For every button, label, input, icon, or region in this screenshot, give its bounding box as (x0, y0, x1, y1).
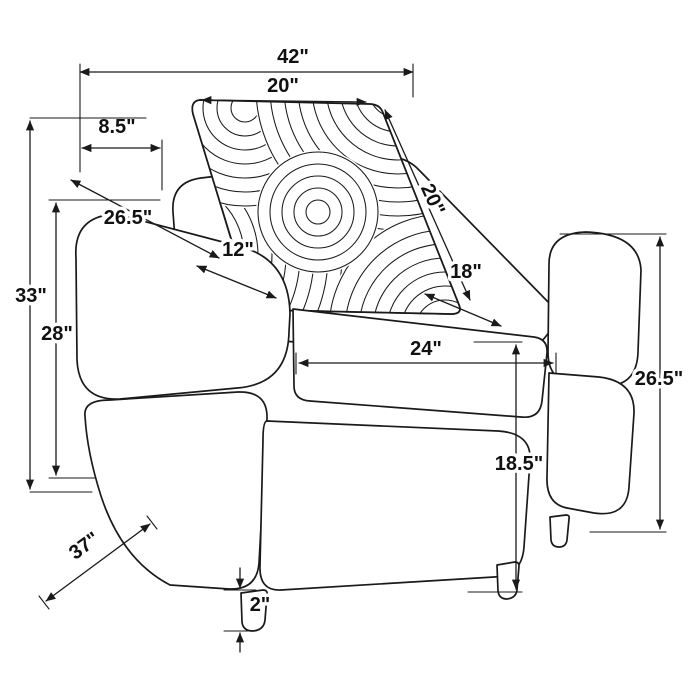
dimension-label: 2" (250, 594, 271, 616)
dim-seat-depth: 18" (424, 258, 502, 327)
dim-arm-width: 12" (196, 236, 277, 299)
front-panel (259, 420, 531, 591)
left-base-panel (84, 391, 268, 590)
dimension-line (70, 179, 220, 259)
dim-seat-height: 18.5" (467, 341, 547, 593)
dim-seat-width: 24" (295, 335, 557, 375)
dimension-label: 20" (267, 75, 299, 97)
right-base-panel (546, 372, 635, 515)
front-left-foot (240, 589, 269, 632)
dimension-label: 18.5" (495, 453, 543, 475)
dim-leg-height: 2" (223, 567, 274, 653)
dimension-line (196, 265, 277, 299)
dimension-line (384, 109, 471, 301)
dim-back-height: 26.5" (559, 233, 687, 533)
dimension-line (45, 523, 151, 602)
dimension-label: 37" (65, 528, 104, 564)
dimension-label: 33" (15, 285, 47, 307)
dim-arm-height: 28" (38, 199, 161, 479)
dim-back-depth: 8.5" (81, 113, 163, 191)
dimension-label: 26.5" (635, 368, 683, 390)
dimension-label: 26.5" (104, 207, 152, 229)
back-right-foot (549, 514, 571, 548)
dimension-label: 42" (277, 46, 309, 68)
right-arm (547, 231, 642, 388)
dimension-label: 12" (222, 239, 254, 261)
dim-pillow-width: 20" (201, 72, 367, 106)
dimension-label: 28" (41, 323, 73, 345)
dimension-line (201, 96, 367, 106)
dimension-line (424, 293, 502, 327)
extension-line (38, 595, 50, 610)
dim-overall-width: 42" (79, 43, 414, 173)
dimension-label: 18" (450, 261, 482, 283)
dimension-label: 8.5" (98, 116, 135, 138)
dimension-label: 24" (410, 338, 442, 360)
dim-arm-length: 26.5" (70, 179, 220, 259)
dim-overall-height: 33" (12, 117, 147, 493)
extension-line (146, 515, 158, 530)
